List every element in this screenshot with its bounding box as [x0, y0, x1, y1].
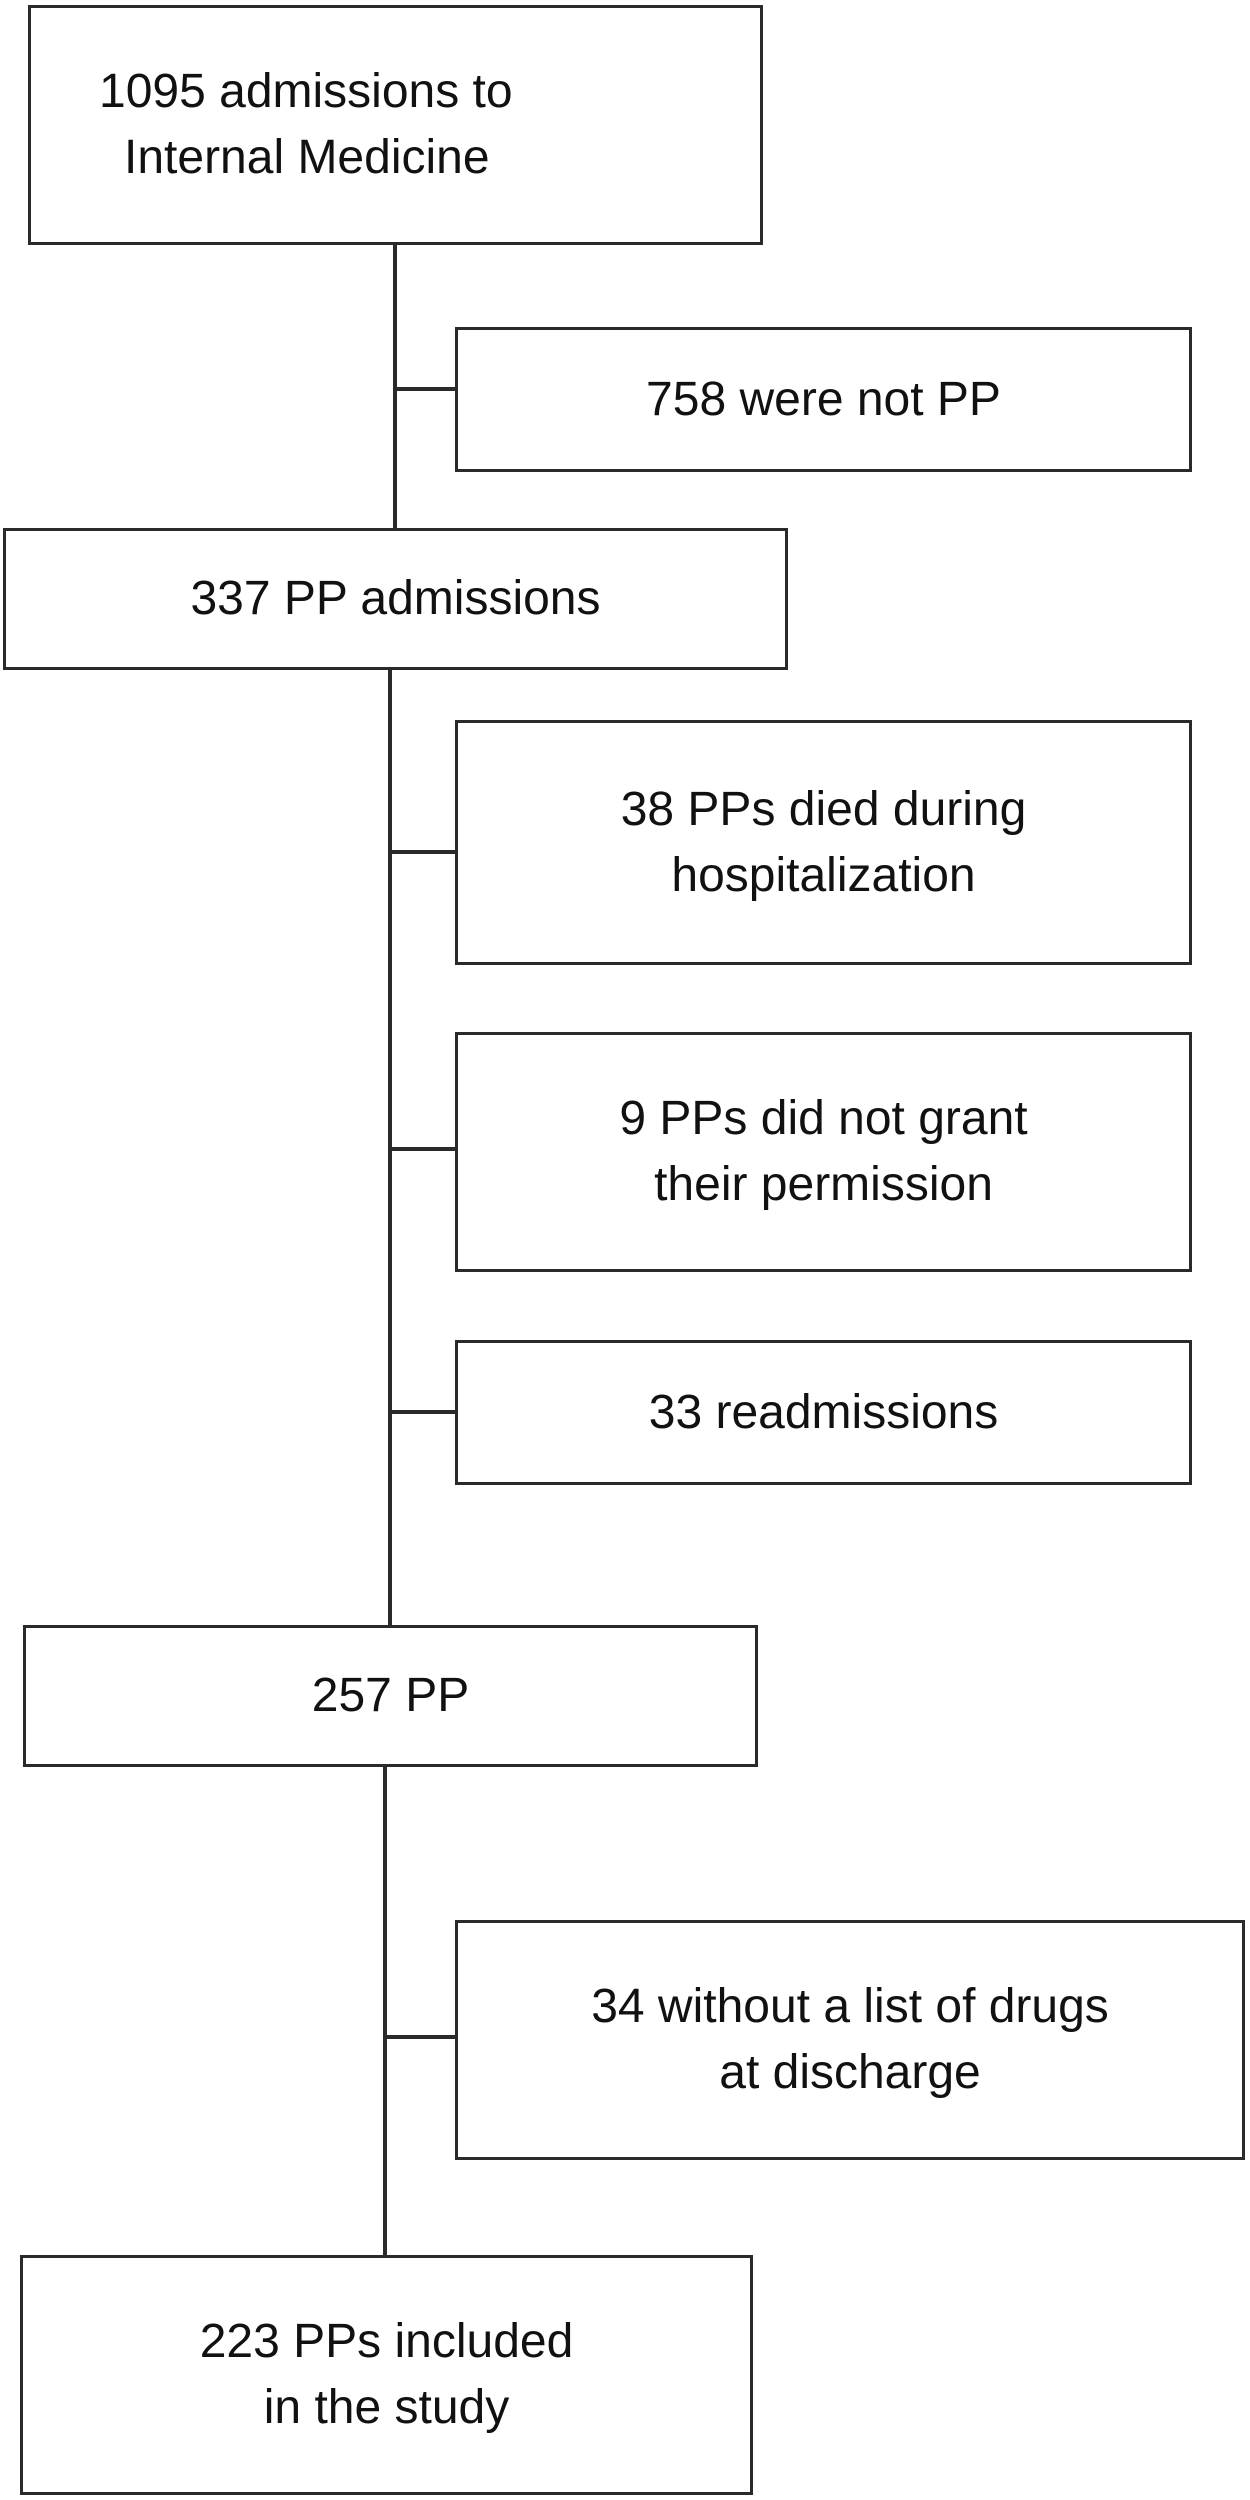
box-excluded-not-pp: 758 were not PP	[455, 327, 1192, 472]
box-included-in-study: 223 PPs included in the study	[20, 2255, 753, 2495]
connector-branch-no-drug-list	[383, 2035, 458, 2039]
box-pp-admissions: 337 PP admissions	[3, 528, 788, 670]
box-excluded-readmissions-label: 33 readmissions	[648, 1385, 999, 1439]
box-excluded-permission: 9 PPs did not grant their permission	[455, 1032, 1192, 1272]
box-excluded-died-line2: hospitalization	[671, 848, 976, 902]
connector-branch-died	[388, 850, 458, 854]
box-257-pp-label: 257 PP	[311, 1669, 470, 1722]
box-excluded-no-drug-list-line2: at discharge	[719, 2046, 981, 2099]
connector-branch-readmissions	[388, 1410, 458, 1414]
box-included-line1: 223 PPs included	[199, 2315, 574, 2368]
box-excluded-died-line1: 38 PPs died during	[620, 782, 1027, 836]
connector-branch-not-pp	[393, 387, 458, 391]
box-excluded-died: 38 PPs died during hospitalization	[455, 720, 1192, 965]
box-pp-admissions-label: 337 PP admissions	[190, 572, 601, 625]
box-admissions-total: 1095 admissions to Internal Medicine	[28, 5, 763, 245]
connector-branch-permission	[388, 1147, 458, 1151]
connector-trunk-1	[393, 240, 397, 532]
box-excluded-readmissions: 33 readmissions	[455, 1340, 1192, 1485]
box-excluded-permission-line2: their permission	[654, 1158, 993, 1211]
box-excluded-permission-line1: 9 PPs did not grant	[619, 1092, 1028, 1145]
box-admissions-total-line2: Internal Medicine	[124, 131, 490, 184]
box-excluded-no-drug-list: 34 without a list of drugs at discharge	[455, 1920, 1245, 2160]
box-excluded-no-drug-list-line1: 34 without a list of drugs	[591, 1980, 1109, 2033]
box-257-pp: 257 PP	[23, 1625, 758, 1767]
connector-trunk-3	[383, 1763, 387, 2259]
box-included-line2: in the study	[263, 2381, 510, 2434]
box-admissions-total-line1: 1095 admissions to	[99, 65, 513, 118]
box-excluded-not-pp-label: 758 were not PP	[646, 372, 1001, 426]
